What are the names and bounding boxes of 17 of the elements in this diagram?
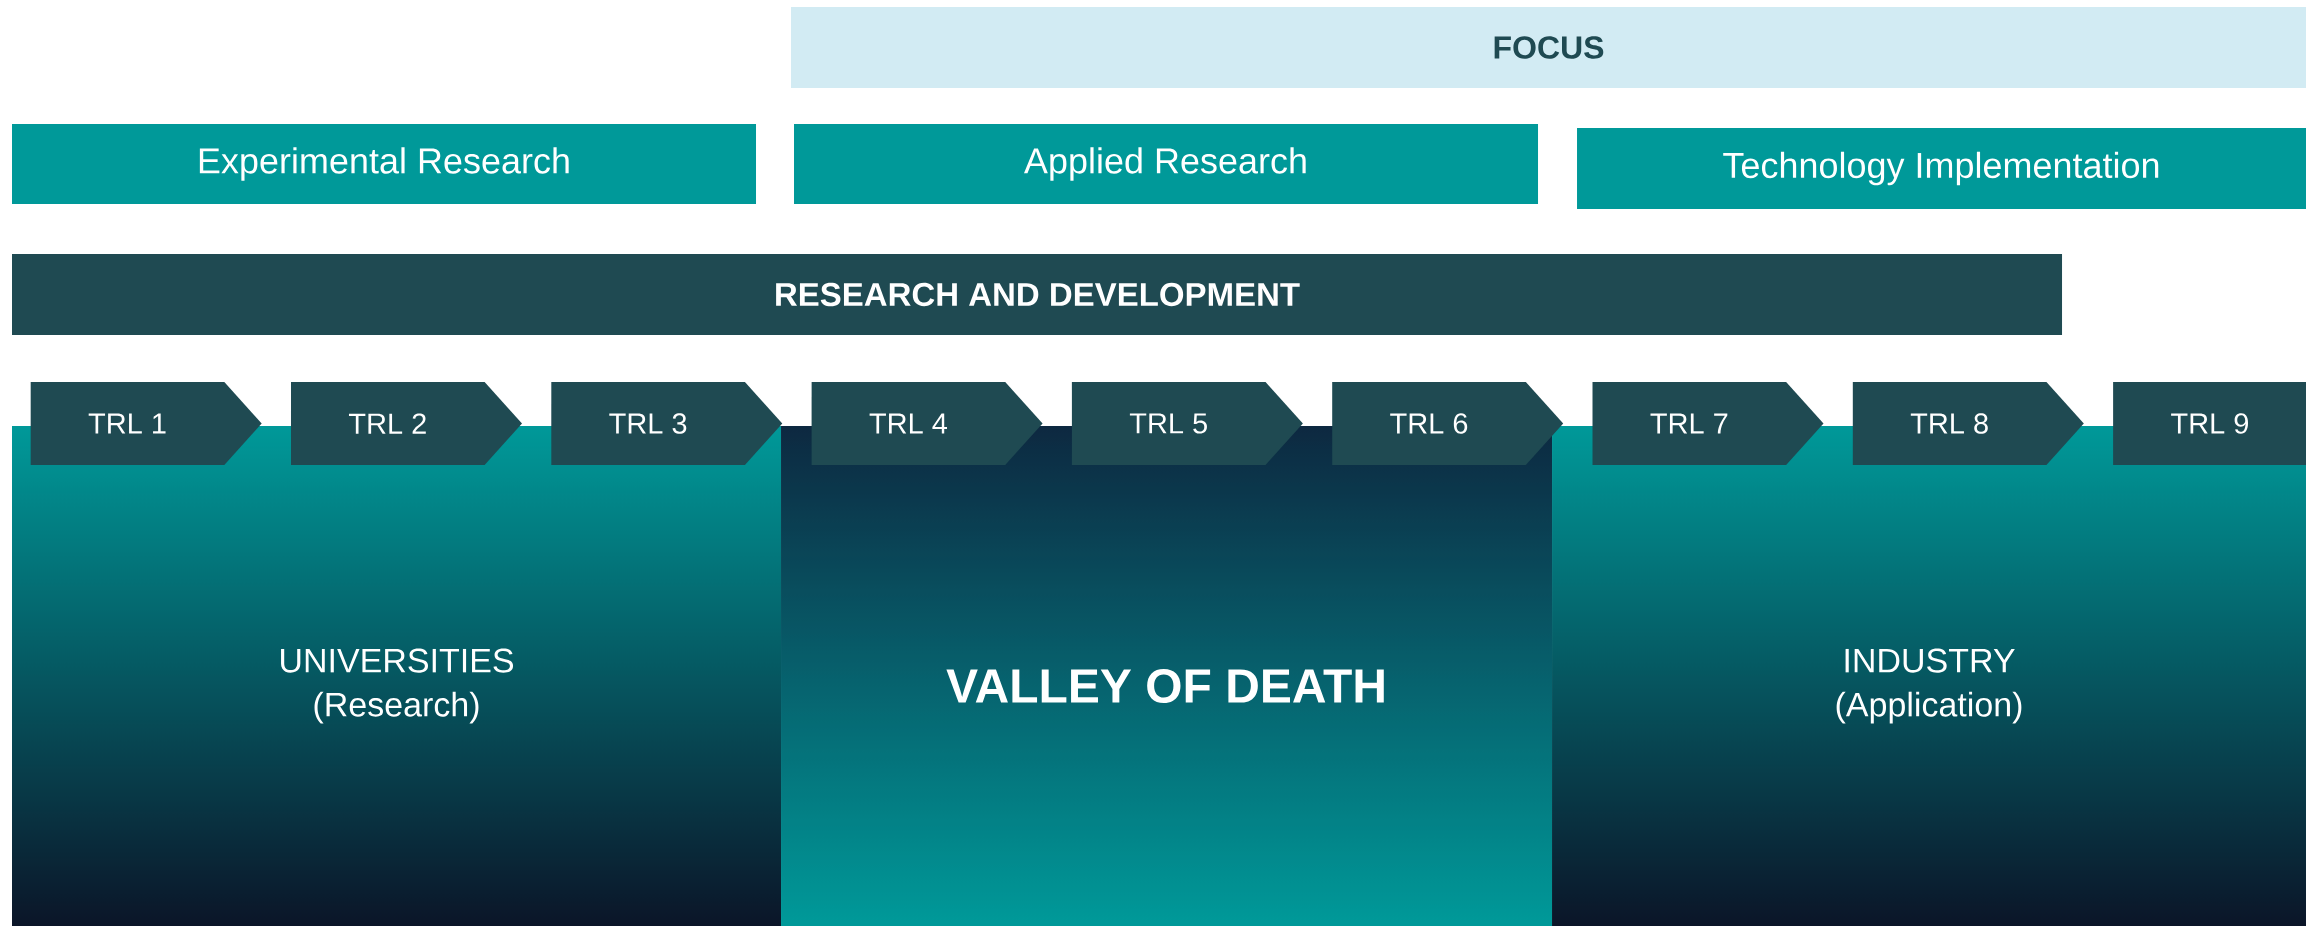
panel-label: UNIVERSITIES (Research)	[281, 648, 514, 724]
chevron-step: TRL 9	[2113, 382, 2306, 465]
chevron-step: TRL 1	[30, 382, 262, 465]
phase-band: Experimental Research	[12, 124, 756, 204]
phase-band: Technology Implementation	[1577, 128, 2306, 209]
heading-bar: RESEARCH AND DEVELOPMENT	[12, 254, 2063, 335]
chevron-step: TRL 2	[291, 382, 522, 465]
chevron-step: TRL 5	[1071, 382, 1303, 465]
panel-label: VALLEY OF DEATH	[946, 669, 1384, 703]
chevron-step: TRL 3	[551, 382, 783, 465]
phase-band: Applied Research	[794, 124, 1538, 204]
panel-label: INDUSTRY (Application)	[1836, 648, 2022, 724]
focus-band: FOCUS	[791, 7, 2306, 88]
chevron-step: TRL 8	[1852, 382, 2084, 465]
chevron-step: TRL 4	[811, 382, 1043, 465]
chevron-step: TRL 7	[1592, 382, 1824, 465]
chevron-step: TRL 6	[1332, 382, 1564, 465]
